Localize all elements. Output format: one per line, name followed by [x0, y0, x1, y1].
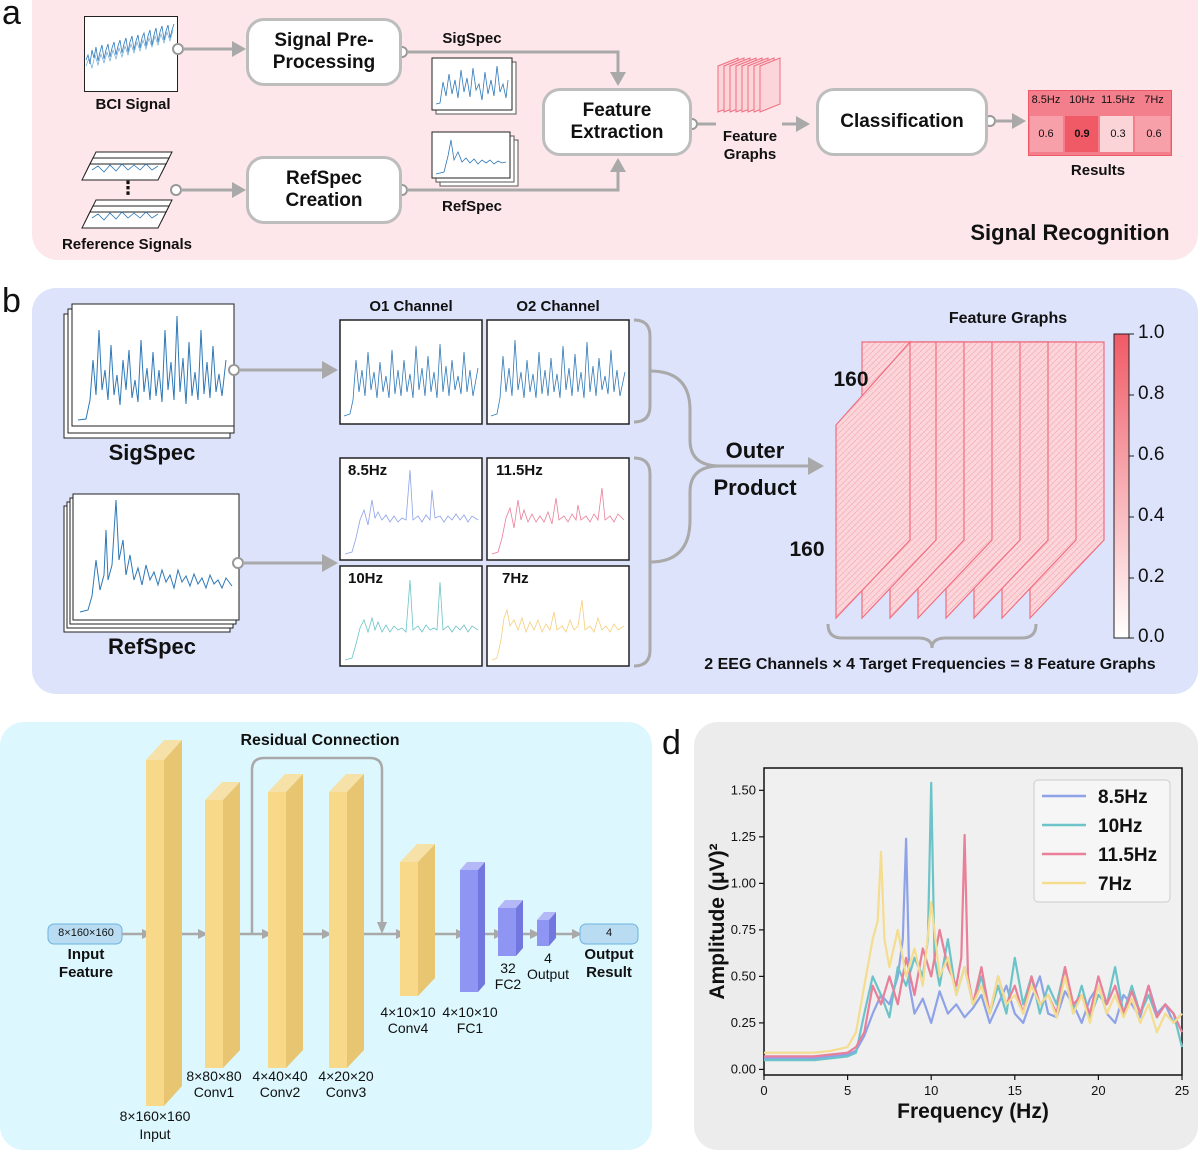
- layer-output-name: Output: [526, 966, 570, 982]
- results-value-0: 0.6: [1038, 128, 1054, 140]
- refspec-big-label: RefSpec: [107, 634, 197, 659]
- feature-extraction-label: Feature Extraction: [570, 100, 664, 143]
- results-header-3: 7Hz: [1144, 94, 1164, 106]
- feature-extraction-box: Feature Extraction: [542, 88, 692, 156]
- colorbar-tick-1: 0.8: [1138, 383, 1165, 404]
- classification-label: Classification: [840, 111, 964, 132]
- o1-channel-label: O1 Channel: [369, 298, 453, 315]
- signal-preprocessing-label: Signal Pre- Processing: [272, 30, 376, 73]
- layer-fc1-name: FC1: [456, 1020, 484, 1036]
- dots-icon: ⋮: [119, 178, 137, 198]
- layer-conv3-dim: 4×20×20: [318, 1068, 374, 1084]
- sigspec-big-label: SigSpec: [108, 440, 196, 465]
- colorbar-tick-4: 0.2: [1138, 566, 1165, 587]
- panel-a-letter: a: [2, 0, 21, 32]
- refspec-creation-label: RefSpec Creation: [285, 168, 363, 211]
- signal-preprocessing-box: Signal Pre- Processing: [246, 18, 402, 86]
- colorbar-tick-3: 0.4: [1138, 505, 1165, 526]
- results-header-1: 10Hz: [1069, 94, 1095, 106]
- panel-d-background: [694, 722, 1198, 1150]
- input-feature-label: Input Feature: [58, 946, 114, 981]
- layer-conv1-name: Conv1: [193, 1084, 235, 1100]
- layer-input-name: Input: [139, 1126, 171, 1142]
- panel-d-letter: d: [662, 724, 681, 762]
- layer-fc1-dim: 4×10×10: [442, 1004, 498, 1020]
- results-header-0: 8.5Hz: [1031, 94, 1061, 106]
- input-box-label: 8×160×160: [58, 927, 114, 939]
- reference-signals-label: Reference Signals: [61, 236, 193, 253]
- colorbar-tick-0: 1.0: [1138, 322, 1165, 343]
- feature-graphs-title: Feature Graphs: [948, 310, 1068, 327]
- results-cell-1: [1065, 116, 1098, 152]
- signal-recognition-title: Signal Recognition: [970, 220, 1170, 245]
- layer-conv3-name: Conv3: [325, 1084, 367, 1100]
- results-cell-3: [1135, 116, 1170, 152]
- feature-graphs-small-label: Feature Graphs: [722, 128, 778, 163]
- results-header-2: 11.5Hz: [1100, 94, 1136, 106]
- layer-fc2-dim: 32: [500, 960, 516, 976]
- colorbar-tick-2: 0.6: [1138, 444, 1165, 465]
- classification-box: Classification: [816, 88, 988, 156]
- results-value-2: 0.3: [1110, 128, 1126, 140]
- outer-product-label: Outer Product: [713, 438, 797, 500]
- dim-label-top: 160: [833, 368, 869, 391]
- layer-conv4-dim: 4×10×10: [380, 1004, 436, 1020]
- output-box-label: 4: [605, 927, 613, 939]
- refspec-small-label: RefSpec: [441, 198, 503, 215]
- results-value-3: 0.6: [1146, 128, 1162, 140]
- sigspec-small-label: SigSpec: [442, 30, 502, 47]
- residual-connection-label: Residual Connection: [240, 732, 400, 749]
- dim-label-left: 160: [789, 538, 825, 561]
- bci-signal-plot: [84, 16, 178, 92]
- ref-freq-label-3: 7Hz: [502, 570, 529, 587]
- layer-conv2-name: Conv2: [259, 1084, 301, 1100]
- panel-b-letter: b: [2, 282, 21, 320]
- ref-freq-label-0: 8.5Hz: [348, 462, 388, 479]
- layer-fc2-name: FC2: [494, 976, 522, 992]
- colorbar-tick-5: 0.0: [1138, 626, 1165, 647]
- refspec-creation-box: RefSpec Creation: [246, 156, 402, 224]
- output-result-label: Output Result: [584, 946, 634, 981]
- o2-channel-label: O2 Channel: [516, 298, 600, 315]
- results-label: Results: [1070, 162, 1126, 179]
- ref-freq-label-2: 10Hz: [348, 570, 384, 587]
- results-cell-2: [1100, 116, 1133, 152]
- results-value-1: 0.9: [1074, 128, 1090, 140]
- layer-input-dim: 8×160×160: [119, 1108, 191, 1124]
- layer-conv4-name: Conv4: [387, 1020, 429, 1036]
- ref-freq-label-1: 11.5Hz: [496, 462, 543, 479]
- feature-graphs-caption: 2 EEG Channels × 4 Target Frequencies = …: [704, 656, 1156, 673]
- layer-conv1-dim: 8×80×80: [186, 1068, 242, 1084]
- layer-output-dim: 4: [544, 950, 552, 966]
- layer-conv2-dim: 4×40×40: [252, 1068, 308, 1084]
- bci-signal-label: BCI Signal: [95, 96, 171, 113]
- results-cell-0: [1030, 116, 1063, 152]
